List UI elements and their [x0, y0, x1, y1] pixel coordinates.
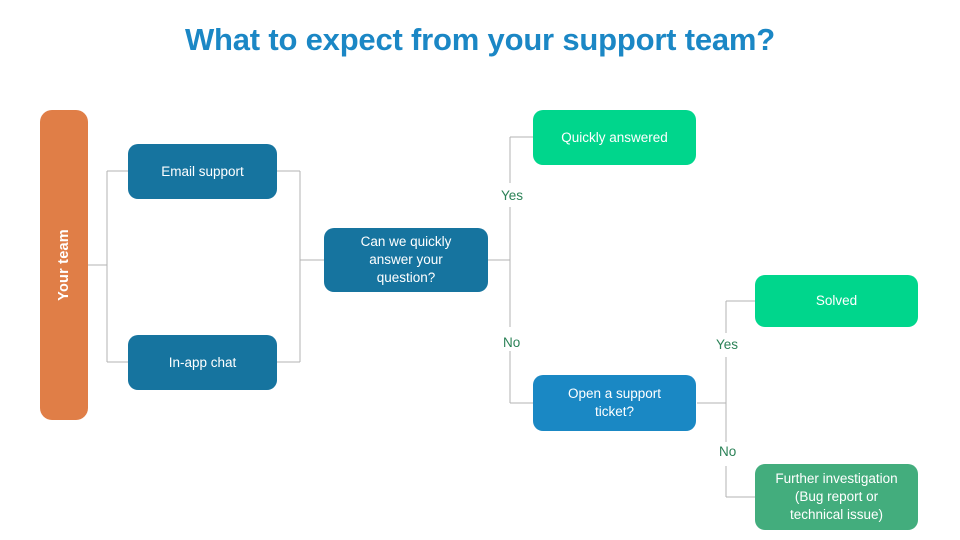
node-solved[interactable]: Solved [755, 275, 918, 327]
node-further-investigation-line2: (Bug report or [794, 489, 879, 504]
node-your-team-label: Your team [56, 229, 72, 301]
edge-label-yes-decision1: Yes [497, 188, 528, 203]
node-open-a-support-ticket-line1: Open a support [567, 386, 662, 401]
node-email-support-label: Email support [161, 163, 244, 179]
node-further-investigation[interactable]: Further investigation (Bug report or tec… [755, 464, 918, 530]
node-can-we-quickly-answer-line3: question? [376, 270, 436, 285]
node-quickly-answered-label: Quickly answered [561, 129, 668, 145]
node-solved-label: Solved [815, 293, 858, 308]
edge-label-no-decision1: No [499, 335, 525, 350]
edge-label-no-decision2: No [715, 444, 741, 459]
node-in-app-chat[interactable]: In-app chat [128, 335, 277, 390]
node-can-we-quickly-answer-line1: Can we quickly [360, 234, 452, 249]
node-further-investigation-line1: Further investigation [775, 471, 898, 486]
node-open-a-support-ticket-line2: ticket? [594, 404, 635, 419]
node-further-investigation-line3: technical issue) [789, 507, 884, 522]
node-open-a-support-ticket[interactable]: Open a support ticket? [533, 375, 696, 431]
node-can-we-quickly-answer-line2: answer your [369, 252, 443, 267]
node-email-support[interactable]: Email support [128, 144, 277, 199]
node-can-we-quickly-answer[interactable]: Can we quickly answer your question? [324, 228, 488, 292]
node-quickly-answered[interactable]: Quickly answered [533, 110, 696, 165]
edge-label-yes-decision2: Yes [712, 337, 743, 352]
node-in-app-chat-label: In-app chat [168, 354, 237, 370]
page-title: What to expect from your support team? [184, 22, 776, 57]
node-your-team[interactable]: Your team [40, 110, 88, 420]
